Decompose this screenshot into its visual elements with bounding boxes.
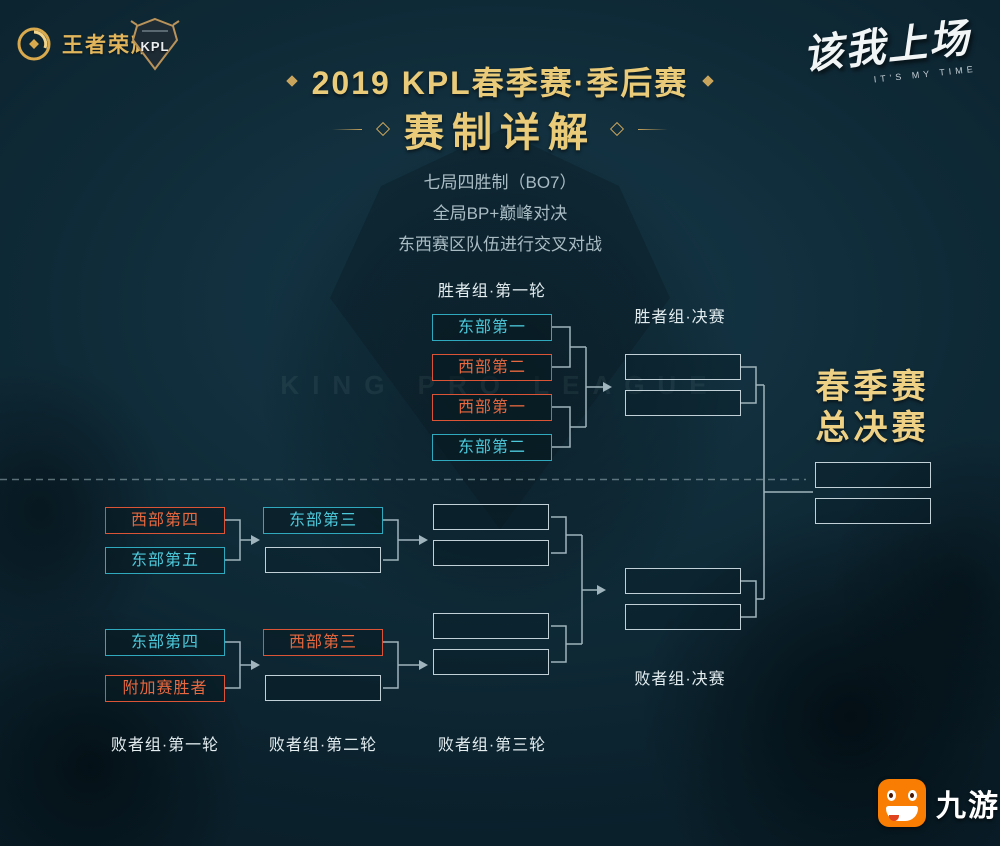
loser-round3-empty-slot-4 (433, 649, 549, 675)
format-rules: 七局四胜制（BO7） 全局BP+巅峰对决 东西赛区队伍进行交叉对战 (0, 167, 1000, 260)
team-box-west-2: 西部第二 (432, 354, 552, 381)
page-subtitle: 赛制详解 (404, 111, 596, 155)
loser-final-label: 败者组·决赛 (634, 671, 726, 688)
jiuyou-smiley-icon (878, 779, 926, 827)
loser-round2-label: 败者组·第二轮 (268, 737, 378, 754)
grand-final-title-line1: 春季赛 (815, 368, 930, 406)
rule-line: 全局BP+巅峰对决 (432, 204, 568, 223)
loser-round3-label: 败者组·第三轮 (437, 737, 547, 754)
jiuyou-publisher-logo: 九游 (878, 779, 1000, 827)
kpl-logo-text: KPL (140, 39, 170, 54)
subtitle-row: 赛制详解 (0, 100, 1000, 158)
honor-of-kings-logo: 王者荣耀 (14, 24, 154, 64)
kpl-logo: KPL (129, 15, 181, 73)
team-box-west-3: 西部第三 (263, 629, 383, 656)
jiuyou-logo-text: 九游 (936, 790, 1000, 823)
loser-round2-empty-slot-1 (265, 547, 381, 573)
smiley-right-eye (908, 790, 917, 801)
grand-final-empty-slot-1 (815, 462, 931, 488)
grand-final-empty-slot-2 (815, 498, 931, 524)
smiley-left-eye (887, 790, 896, 801)
loser-final-empty-slot-2 (625, 604, 741, 630)
honor-of-kings-emblem-icon (17, 27, 51, 61)
team-box-west-4: 西部第四 (105, 507, 225, 534)
kpl-shield-icon (130, 17, 180, 71)
grand-final-title-line2: 总决赛 (815, 409, 930, 447)
team-box-east-5: 东部第五 (105, 547, 225, 574)
team-box-east-1: 东部第一 (432, 314, 552, 341)
winner-final-empty-slot-1 (625, 354, 741, 380)
rule-line: 东西赛区队伍进行交叉对战 (398, 235, 602, 254)
honor-of-kings-logo-text: 王者荣耀 (62, 34, 154, 57)
ornament-line-icon (638, 128, 668, 130)
team-box-play-in-winner: 附加赛胜者 (105, 675, 225, 702)
ornament-line-icon (332, 128, 362, 130)
loser-round1-label: 败者组·第一轮 (110, 737, 220, 754)
loser-round3-empty-slot-3 (433, 613, 549, 639)
rule-line: 七局四胜制（BO7） (423, 173, 577, 192)
smiley-tongue (889, 815, 899, 821)
team-box-west-1: 西部第一 (432, 394, 552, 421)
loser-round3-empty-slot-1 (433, 504, 549, 530)
page-title: 2019 KPL春季赛·季后赛 (311, 65, 689, 101)
title-row: 2019 KPL春季赛·季后赛 (0, 58, 1000, 104)
team-box-east-4: 东部第四 (105, 629, 225, 656)
loser-round2-empty-slot-2 (265, 675, 381, 701)
loser-final-empty-slot-1 (625, 568, 741, 594)
team-box-east-3: 东部第三 (263, 507, 383, 534)
arrowhead-icons (251, 382, 612, 670)
winner-final-label: 胜者组·决赛 (634, 309, 726, 326)
winner-final-empty-slot-2 (625, 390, 741, 416)
winner-round1-label: 胜者组·第一轮 (437, 283, 547, 300)
grand-final-title: 春季赛 总决赛 (790, 367, 955, 449)
loser-round3-empty-slot-2 (433, 540, 549, 566)
team-box-east-2: 东部第二 (432, 434, 552, 461)
